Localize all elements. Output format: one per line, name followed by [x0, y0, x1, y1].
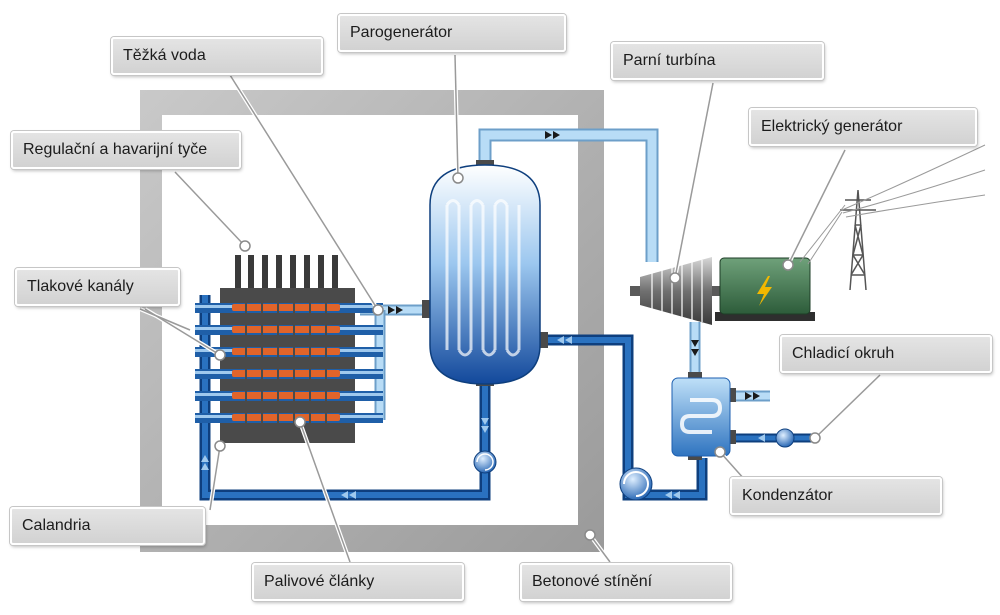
pylon-icon: [799, 144, 986, 291]
label-electric-generator: Elektrický generátor: [749, 108, 977, 146]
label-heavy-water: Těžká voda: [111, 37, 323, 75]
lightning-bolt-icon: [757, 276, 772, 306]
condenser: [671, 372, 736, 460]
label-pressure-tubes: Tlakové kanály: [15, 268, 180, 306]
flow-arrow-icon: [201, 131, 765, 499]
label-steam-turbine: Parní turbína: [611, 42, 824, 80]
label-control-rods: Regulační a havarijní tyče: [11, 131, 241, 169]
fuel-bundles: [232, 304, 340, 421]
label-steam-generator: Parogenerátor: [338, 14, 566, 52]
electric-generator: [715, 257, 815, 321]
pump-icon: [473, 428, 795, 501]
label-condenser: Kondenzátor: [730, 477, 942, 515]
calandria: [195, 255, 383, 443]
steam-turbine: [630, 257, 750, 325]
label-cooling-circuit: Chladicí okruh: [780, 335, 992, 373]
label-concrete-shielding: Betonové stínění: [520, 563, 732, 601]
leader-dots: [214, 172, 821, 541]
label-fuel-bundles: Palivové články: [252, 563, 464, 601]
steam-generator: [422, 160, 548, 386]
label-calandria: Calandria: [10, 507, 205, 545]
control-rods: [235, 255, 338, 291]
